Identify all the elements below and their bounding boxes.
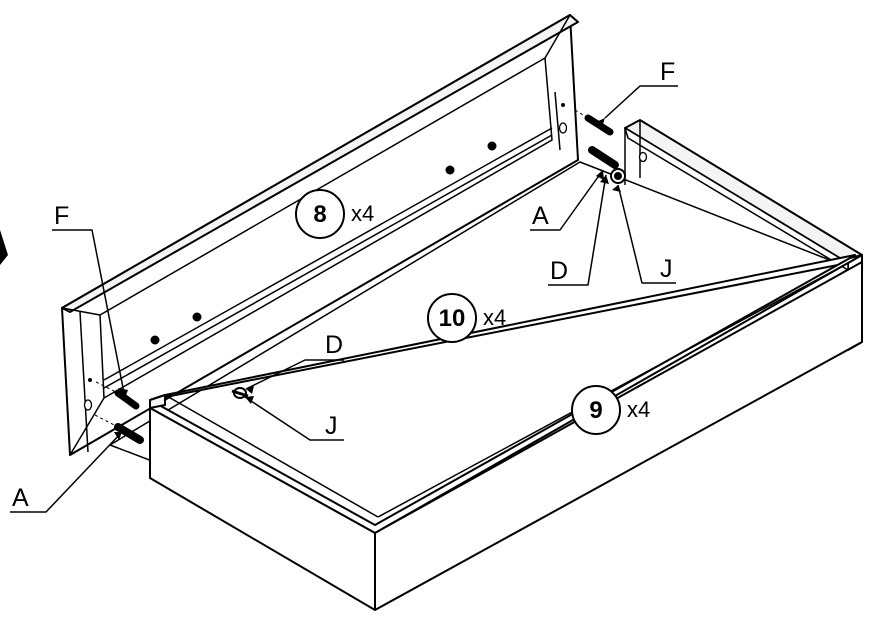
back-panel-top-edge xyxy=(61,14,579,313)
part-8-number: 8 xyxy=(313,201,326,228)
cam-lock-top-right xyxy=(610,168,626,184)
arrow-heads xyxy=(114,118,621,440)
back-panel-frame xyxy=(99,57,553,399)
dowel-f-left xyxy=(95,381,140,410)
front-panel-side-face xyxy=(374,261,863,611)
front-panel xyxy=(149,254,863,611)
part-10-label xyxy=(427,293,477,343)
cam-lock-middle xyxy=(231,387,249,399)
callout-d-middle: D xyxy=(325,331,343,359)
partial-arrow-icon xyxy=(0,230,8,265)
part-8-label xyxy=(295,189,345,239)
cam-bolt-a-left xyxy=(94,414,144,444)
part-10-qty: x4 xyxy=(483,305,506,330)
back-panel-holes xyxy=(88,103,565,382)
part-9-label xyxy=(571,385,621,435)
callout-a-left: A xyxy=(12,484,29,512)
part-10-bubble xyxy=(427,293,477,343)
cam-bolt-a-top-right xyxy=(588,146,619,169)
callout-f-left: F xyxy=(54,202,69,230)
part-8-qty: x4 xyxy=(351,201,374,226)
callout-d-top-right: D xyxy=(550,257,568,285)
callout-a-top-right: A xyxy=(532,202,549,230)
hardware xyxy=(94,109,626,444)
callout-f-top-right: F xyxy=(660,58,675,86)
part-9-number: 9 xyxy=(589,397,602,424)
part-9-bubble xyxy=(571,385,621,435)
part-8-bubble xyxy=(295,189,345,239)
leader-lines xyxy=(10,85,678,513)
dowel-f-top-right xyxy=(574,109,614,136)
callout-j-top-right: J xyxy=(660,255,673,283)
part-9-qty: x4 xyxy=(627,397,650,422)
part-10-number: 10 xyxy=(439,305,466,332)
callout-j-middle: J xyxy=(325,412,338,440)
